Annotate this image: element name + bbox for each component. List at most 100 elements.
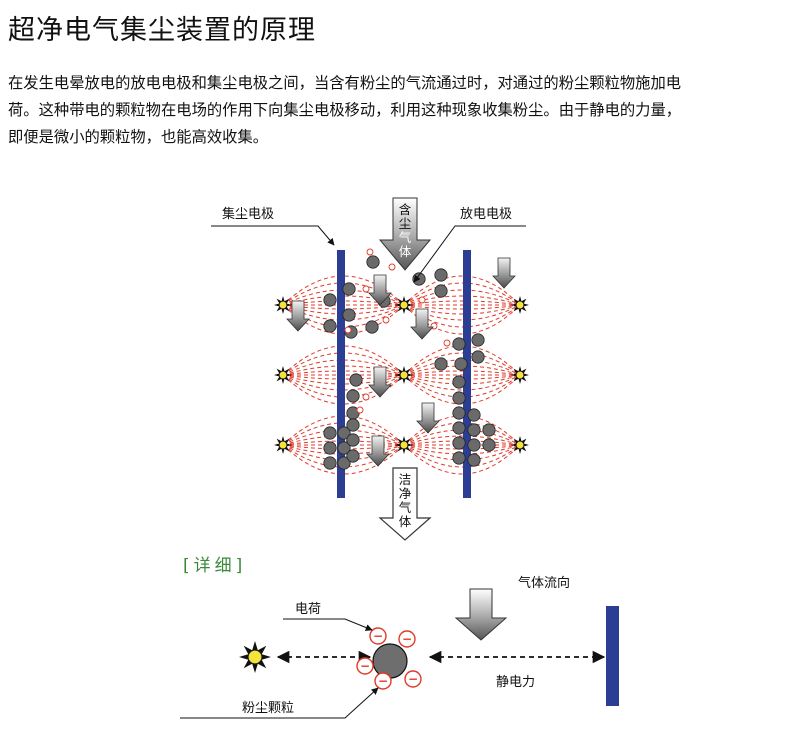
field-line (282, 440, 405, 446)
field-line (403, 300, 521, 306)
description-paragraph: 在发生电晕放电的放电电极和集尘电极之间，当含有粉尘的气流通过时，对通过的粉尘颗粒… (8, 70, 783, 151)
minus-sign: − (402, 632, 412, 646)
dust-particle (337, 441, 351, 455)
dust-particle (342, 282, 356, 296)
detail-discharge-spark (239, 641, 271, 673)
static-force-label: 静电力 (496, 675, 535, 690)
collector-electrode-label: 集尘电极 (222, 206, 274, 222)
field-line (282, 304, 405, 335)
dust-particle (346, 449, 360, 463)
charge-circle (356, 657, 374, 675)
charge-dot (362, 393, 370, 401)
minus-sign: − (378, 674, 388, 688)
dust-particle (346, 418, 360, 432)
dust-particle (452, 421, 466, 435)
dust-particle (482, 438, 496, 452)
dust-particle (452, 337, 466, 351)
charge-dot (366, 248, 374, 256)
field-line (403, 295, 521, 306)
dust-particle (482, 423, 496, 437)
dust-particle (467, 453, 481, 467)
dust-particle (452, 451, 466, 465)
detail-section-title: [详细] (183, 556, 247, 576)
airflow-arrow (286, 300, 310, 332)
discharge-spark-icon-core (278, 370, 288, 380)
dust-particle-label: 粉尘颗粒 (242, 701, 294, 716)
dust-particle (365, 320, 379, 334)
discharge-leader-line (413, 225, 526, 283)
page-title: 超净电气集尘装置的原理 (8, 15, 316, 46)
field-line (282, 444, 405, 461)
charge-dot (362, 285, 370, 293)
charge-circle (398, 630, 416, 648)
charge-circle (369, 627, 387, 645)
discharge-spark-icon-core (399, 300, 409, 310)
field-line (282, 374, 405, 380)
outlet-char-4: 体 (399, 514, 412, 529)
minus-sign: − (408, 672, 418, 686)
field-line (282, 300, 405, 306)
field-line (282, 444, 405, 455)
particle-leader-line (180, 687, 379, 719)
charge-dot (443, 339, 451, 347)
field-line (282, 374, 405, 391)
field-line (403, 370, 521, 376)
dust-particle (323, 319, 337, 333)
airflow-arrow (368, 366, 392, 398)
dust-particle (434, 268, 448, 282)
dust-particle (452, 406, 466, 420)
gasflow-label: 气体流向 (518, 575, 570, 591)
dust-particle (323, 456, 337, 470)
field-line (282, 365, 405, 376)
detail-dust-particle (372, 643, 408, 679)
field-line (403, 275, 521, 306)
airflow-arrow (410, 308, 434, 340)
collector-electrode-right (463, 250, 471, 498)
dust-particle (434, 357, 448, 371)
dust-particle (337, 426, 351, 440)
dust-particle (337, 456, 351, 470)
dust-particle (342, 308, 356, 322)
field-line (403, 282, 521, 306)
field-line (403, 435, 521, 446)
field-line (282, 289, 405, 306)
outlet-char-2: 净 (399, 486, 412, 501)
field-line (282, 374, 405, 405)
field-line (403, 359, 521, 376)
charge-dot (356, 406, 364, 414)
dust-particle (471, 333, 485, 347)
inlet-arrow: 含 尘 气 体 (378, 197, 432, 271)
detail-collector-electrode (606, 606, 619, 706)
inlet-char-3: 气 (399, 230, 412, 245)
outlet-char-1: 洁 (399, 472, 412, 487)
field-line (282, 374, 405, 385)
detail-charges: −−−−− (356, 627, 422, 690)
charge-dot (388, 263, 396, 271)
field-line (282, 429, 405, 446)
dust-particle (366, 255, 380, 269)
field-line (403, 444, 521, 461)
collector-electrode-left (337, 250, 345, 498)
dust-particle (323, 293, 337, 307)
airflow-arrow (492, 257, 516, 289)
charge-leader-line (283, 618, 373, 631)
detail-diagram: −−−−− 电荷 气体流向 静电力 粉尘颗粒 (180, 575, 619, 719)
paragraph-line-1: 在发生电晕放电的放电电极和集尘电极之间，当含有粉尘的气流通过时，对通过的粉尘颗粒… (8, 74, 682, 92)
detail-spark-icon-core (247, 649, 263, 665)
dust-particle (467, 438, 481, 452)
field-line (282, 359, 405, 376)
discharge-spark-icon-core (515, 370, 525, 380)
dust-particle (346, 433, 360, 447)
dust-particle (434, 284, 448, 298)
field-line (403, 289, 521, 306)
field-line (282, 345, 405, 376)
dust-particle (471, 350, 485, 364)
dust-particle (454, 357, 468, 371)
field-line (282, 304, 405, 315)
dust-particles (323, 248, 496, 470)
dust-particle (349, 373, 363, 387)
field-line (282, 444, 405, 475)
dust-particle (452, 436, 466, 450)
field-line (403, 304, 521, 315)
charge-circle (374, 672, 392, 690)
